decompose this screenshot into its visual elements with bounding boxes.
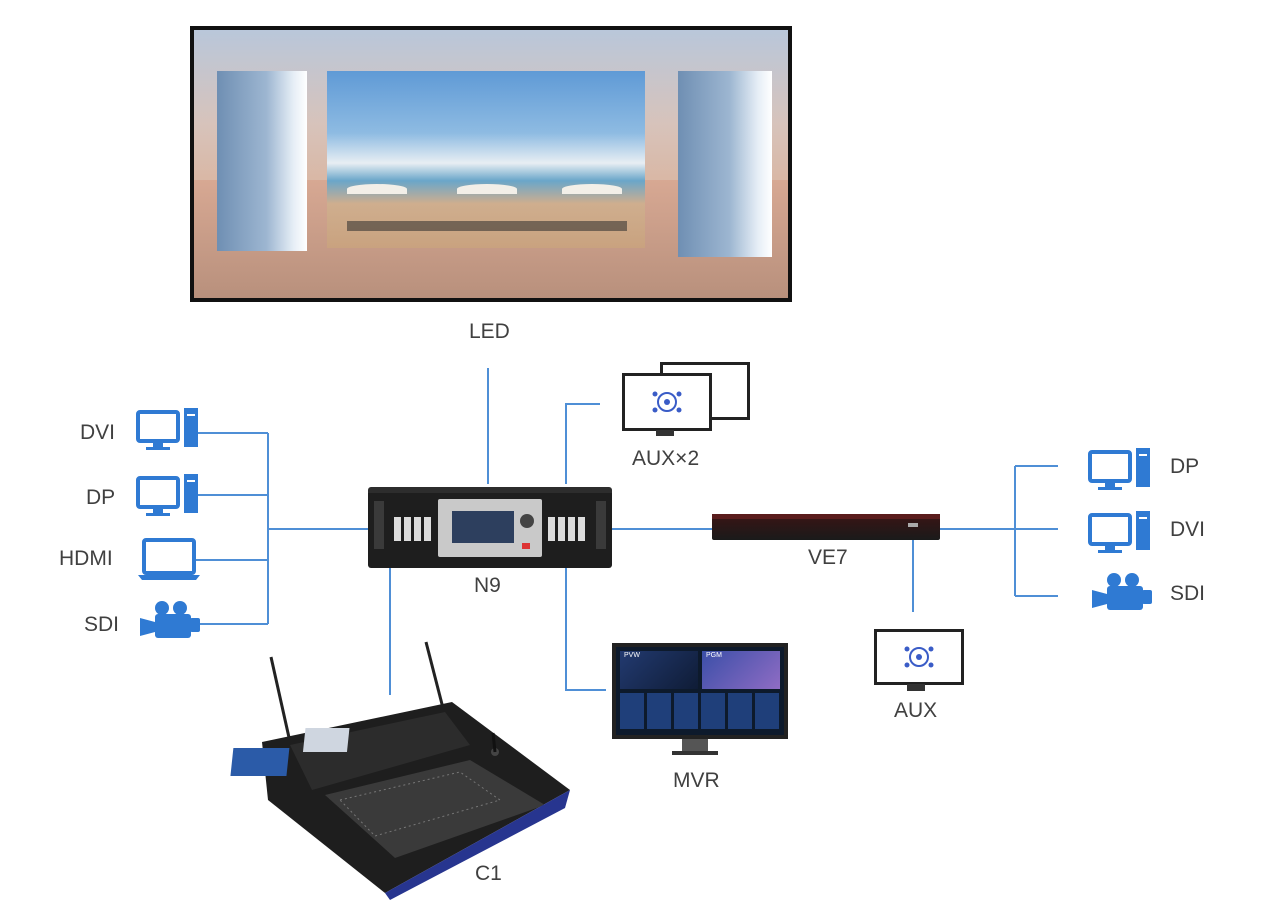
aux-monitor [874, 629, 964, 685]
input-left-label-dvi: DVI [80, 421, 116, 444]
mvr-pgm-label: PGM [706, 652, 722, 659]
led-wall [190, 26, 792, 302]
aux-label: AUX [894, 699, 938, 722]
led-label: LED [469, 320, 510, 343]
mvr-monitor: PVW PGM [612, 643, 788, 739]
n9-label: N9 [474, 574, 501, 597]
desktop-pc-icon [1088, 511, 1150, 553]
mvr-pvw-label: PVW [624, 652, 640, 659]
input-left-label-sdi: SDI [84, 613, 120, 636]
ve7-device [712, 514, 940, 540]
aux2-monitor-front [622, 373, 712, 431]
aux2-label: AUX×2 [632, 447, 700, 470]
input-right-label-dp: DP [1170, 455, 1200, 478]
video-camera-icon [1092, 573, 1152, 610]
input-left-label-hdmi: HDMI [59, 547, 113, 570]
ve7-label: VE7 [808, 546, 848, 569]
desktop-pc-icon [1088, 448, 1150, 490]
aux2-monitor-stand [656, 430, 674, 436]
led-center-panel [327, 71, 645, 248]
input-right-label-dvi: DVI [1170, 518, 1206, 541]
desktop-pc-icon [136, 474, 198, 516]
aux-monitor-stand [907, 684, 925, 691]
led-right-panel [678, 71, 772, 257]
mvr-monitor-base [672, 751, 718, 755]
desktop-pc-icon [136, 408, 198, 450]
video-camera-icon [140, 601, 200, 638]
c1-label: C1 [475, 862, 502, 885]
mvr-monitor-stand [682, 739, 708, 751]
mvr-label: MVR [673, 769, 720, 792]
led-left-panel [217, 71, 307, 251]
n9-device [368, 487, 612, 568]
input-right-label-sdi: SDI [1170, 582, 1206, 605]
input-left-label-dp: DP [86, 486, 116, 509]
laptop-icon [138, 538, 200, 580]
